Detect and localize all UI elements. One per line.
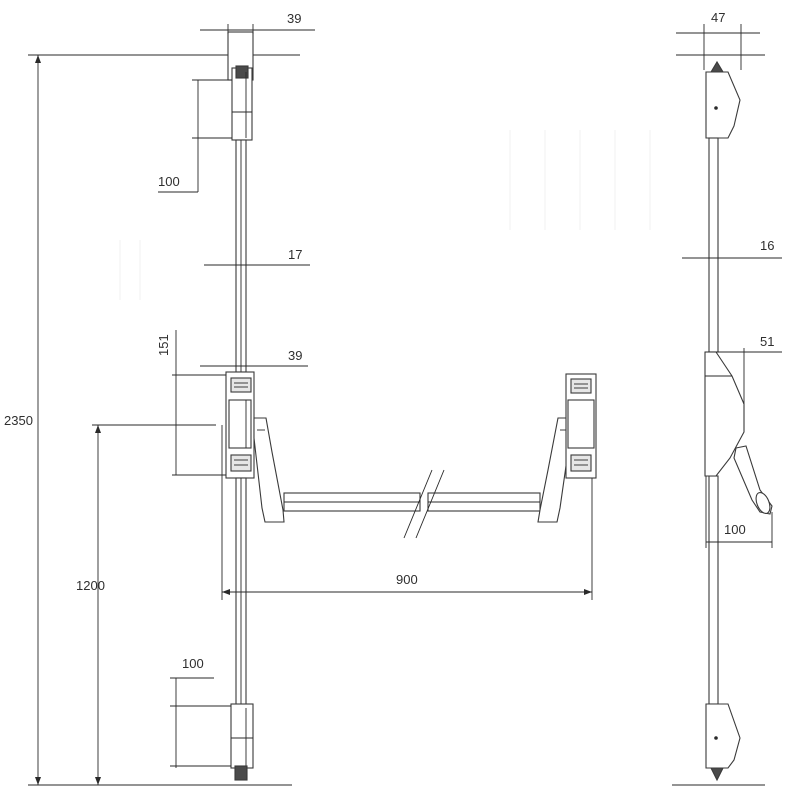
top-latch-bolt bbox=[235, 65, 249, 79]
dim-side-center-depth: 51 bbox=[705, 334, 782, 404]
dim-rod-width: 17 bbox=[204, 247, 310, 266]
label-total-height: 2350 bbox=[4, 413, 33, 428]
side-bottom-fitting bbox=[705, 703, 741, 769]
label-side-center-depth: 51 bbox=[760, 334, 774, 349]
label-center-width: 39 bbox=[288, 348, 302, 363]
dim-side-handle: 100 bbox=[705, 476, 773, 548]
label-side-rod: 16 bbox=[760, 238, 774, 253]
label-rod-width: 17 bbox=[288, 247, 302, 262]
front-view: 39 2350 100 17 151 bbox=[4, 11, 597, 786]
dim-center-width: 39 bbox=[200, 348, 308, 367]
bottom-latch-housing bbox=[230, 703, 254, 769]
push-bar bbox=[283, 469, 541, 539]
dim-bar-length: 900 bbox=[221, 425, 593, 600]
dim-handle-height: 1200 bbox=[76, 424, 216, 785]
dim-top-39: 39 bbox=[200, 11, 315, 34]
label-side-handle: 100 bbox=[724, 522, 746, 537]
dim-center-height: 151 bbox=[156, 330, 226, 476]
side-top-fitting bbox=[705, 71, 741, 139]
label-center-height: 151 bbox=[156, 334, 171, 356]
side-view: 47 16 51 100 bbox=[672, 10, 782, 786]
label-top-housing: 100 bbox=[158, 174, 180, 189]
side-rod-lower bbox=[708, 475, 719, 705]
bottom-latch-bolt bbox=[234, 765, 248, 781]
label-bottom-housing: 100 bbox=[182, 656, 204, 671]
dim-side-top-depth: 47 bbox=[676, 10, 760, 70]
dim-total-height: 2350 bbox=[4, 55, 41, 785]
left-bar-bracket bbox=[253, 417, 285, 523]
label-side-top-depth: 47 bbox=[711, 10, 725, 25]
right-bar-bracket bbox=[537, 417, 571, 523]
dim-bottom-housing: 100 bbox=[170, 656, 231, 768]
label-top-width: 39 bbox=[287, 11, 301, 26]
label-bar-length: 900 bbox=[396, 572, 418, 587]
side-push-pad bbox=[755, 492, 771, 514]
dim-side-rod: 16 bbox=[682, 238, 782, 259]
label-handle-height: 1200 bbox=[76, 578, 105, 593]
top-latch-housing bbox=[231, 67, 253, 141]
side-center-body bbox=[704, 351, 745, 477]
dim-top-housing: 100 bbox=[158, 79, 232, 193]
background-guides bbox=[119, 130, 651, 300]
side-rod-upper bbox=[708, 137, 719, 353]
